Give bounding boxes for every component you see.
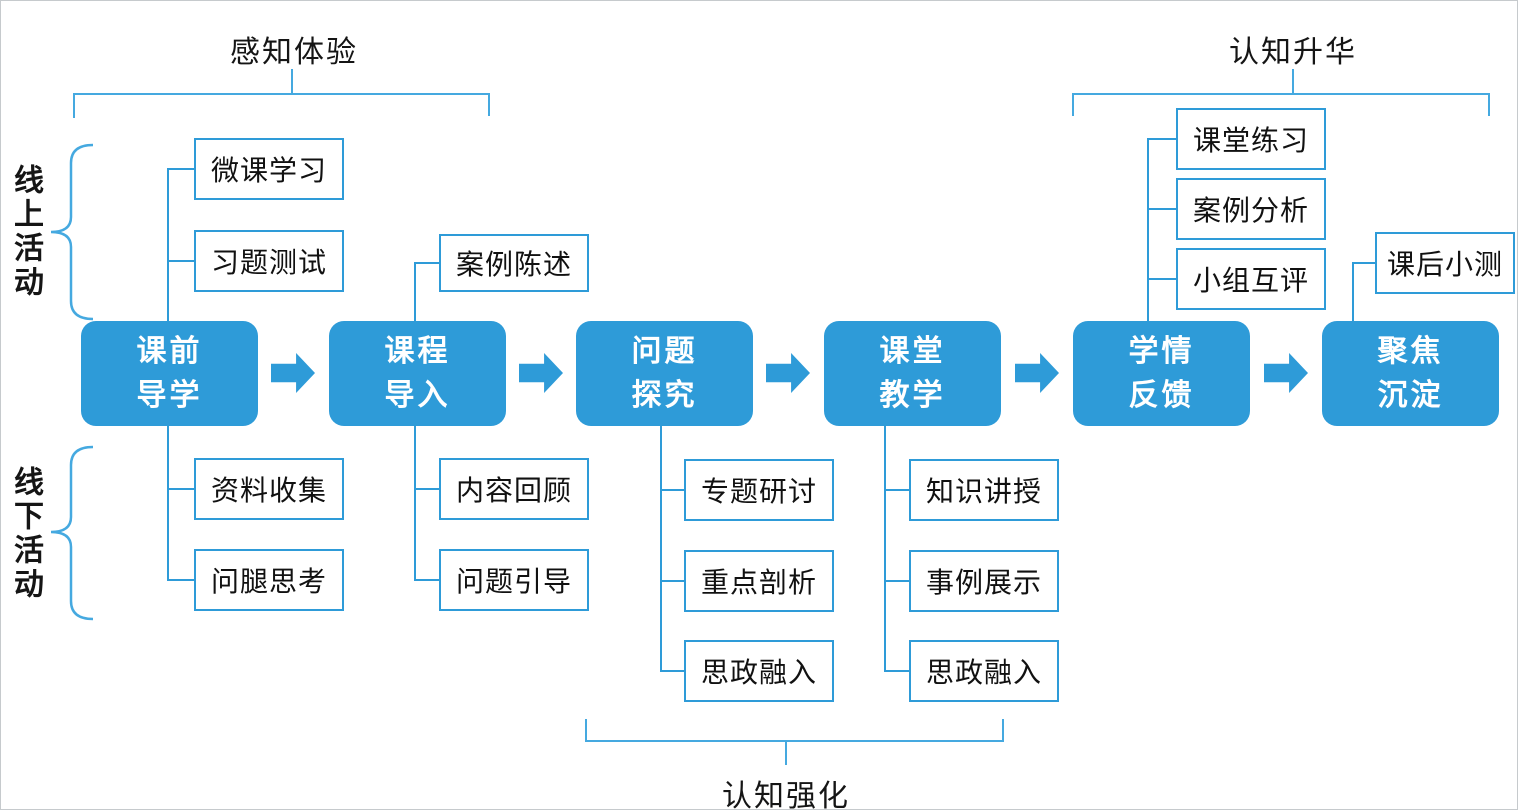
flow-step-1-line1: 课前 bbox=[136, 334, 203, 368]
step4-children-below-connector bbox=[884, 426, 909, 672]
subtask-box-step2-above-1: 案例陈述 bbox=[439, 234, 589, 292]
subtask-box-step3-below-1: 专题研讨 bbox=[684, 459, 834, 521]
step3-children-below-connector bbox=[660, 426, 684, 672]
subtask-box-step4-below-3: 思政融入 bbox=[909, 640, 1059, 702]
bracket-top-right bbox=[1072, 69, 1490, 116]
subtask-box-step1-above-1: 微课学习 bbox=[194, 138, 344, 200]
subtask-box-step1-above-2: 习题测试 bbox=[194, 230, 344, 292]
brace-online-activities bbox=[50, 143, 94, 321]
flow-step-3-line2: 探究 bbox=[631, 378, 698, 412]
flow-step-2: 课程 导入 bbox=[329, 321, 506, 426]
side-label-offline: 线下活动 bbox=[9, 466, 42, 602]
subtask-box-step5-above-1: 课堂练习 bbox=[1176, 108, 1326, 170]
subtask-box-step5-above-3: 小组互评 bbox=[1176, 248, 1326, 310]
flow-step-4-line1: 课堂 bbox=[879, 334, 946, 368]
phase-label-bottom: 认知强化 bbox=[722, 780, 850, 810]
flow-step-4: 课堂 教学 bbox=[824, 321, 1001, 426]
step2-children-above-connector bbox=[414, 262, 439, 321]
subtask-box-step6-above-1: 课后小测 bbox=[1375, 232, 1515, 294]
brace-offline-activities bbox=[50, 445, 94, 621]
bracket-bottom bbox=[585, 719, 1004, 765]
step5-children-above-connector bbox=[1147, 138, 1176, 321]
subtask-box-step4-below-2: 事例展示 bbox=[909, 550, 1059, 612]
flow-step-1: 课前 导学 bbox=[81, 321, 258, 426]
flow-step-2-line1: 课程 bbox=[384, 334, 451, 368]
flow-step-3-line1: 问题 bbox=[631, 334, 698, 368]
phase-label-top-right: 认知升华 bbox=[1229, 36, 1357, 69]
subtask-box-step1-below-1: 资料收集 bbox=[194, 458, 344, 520]
step1-children-above-connector bbox=[167, 168, 194, 321]
subtask-box-step4-below-1: 知识讲授 bbox=[909, 459, 1059, 521]
flow-step-4-line2: 教学 bbox=[879, 378, 946, 412]
subtask-box-step2-below-2: 问题引导 bbox=[439, 549, 589, 611]
flow-step-6-line2: 沉淀 bbox=[1377, 378, 1444, 412]
subtask-box-step5-above-2: 案例分析 bbox=[1176, 178, 1326, 240]
step6-children-above-connector bbox=[1352, 262, 1375, 321]
step2-children-below-connector bbox=[414, 426, 439, 581]
bracket-top-left bbox=[73, 69, 490, 118]
flow-step-5-line1: 学情 bbox=[1128, 334, 1195, 368]
subtask-box-step1-below-2: 问腿思考 bbox=[194, 549, 344, 611]
flow-step-5: 学情 反馈 bbox=[1073, 321, 1250, 426]
flow-step-6-line1: 聚焦 bbox=[1377, 334, 1444, 368]
phase-label-top-left: 感知体验 bbox=[230, 36, 358, 69]
subtask-box-step3-below-2: 重点剖析 bbox=[684, 550, 834, 612]
step1-children-below-connector bbox=[167, 426, 194, 581]
subtask-box-step3-below-3: 思政融入 bbox=[684, 640, 834, 702]
flow-step-2-line2: 导入 bbox=[384, 378, 451, 412]
flow-step-6: 聚焦 沉淀 bbox=[1322, 321, 1499, 426]
flow-step-3: 问题 探究 bbox=[576, 321, 753, 426]
flow-step-1-line2: 导学 bbox=[136, 378, 203, 412]
side-label-online: 线上活动 bbox=[9, 164, 42, 300]
subtask-box-step2-below-1: 内容回顾 bbox=[439, 458, 589, 520]
flow-step-5-line2: 反馈 bbox=[1128, 378, 1195, 412]
